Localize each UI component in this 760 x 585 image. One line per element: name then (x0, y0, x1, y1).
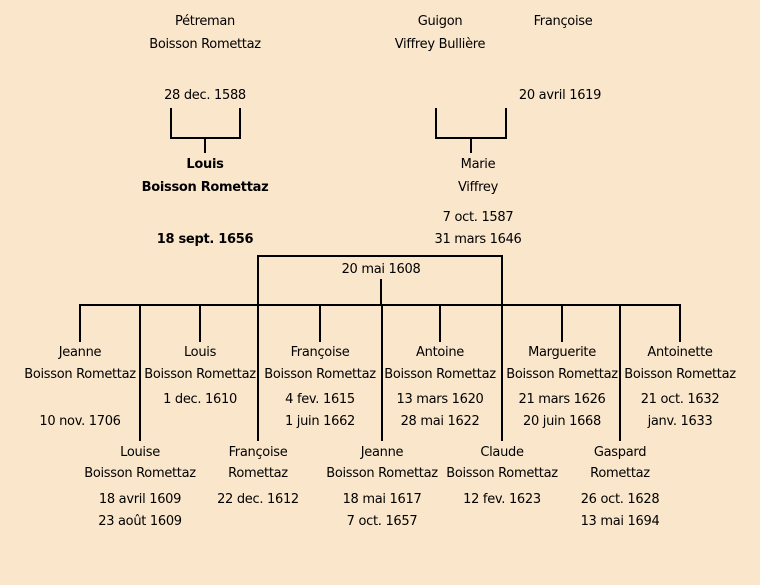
child-surname: Boisson Romettaz (144, 367, 256, 382)
child-name: Françoise (290, 345, 350, 360)
father-surname: Boisson Romettaz (141, 180, 269, 195)
child-name: Gaspard (593, 445, 647, 460)
child-death-date: 10 nov. 1706 (39, 414, 121, 429)
child-death-date: 1 juin 1662 (284, 414, 356, 429)
child-surname: Romettaz (590, 466, 650, 481)
child-name: Antoinette (647, 345, 713, 360)
descent-line (79, 304, 81, 342)
child-death-date: 23 août 1609 (98, 514, 182, 529)
descent-line (380, 279, 382, 305)
maternal-marriage-date: 20 avril 1619 (518, 88, 602, 103)
descent-line (204, 137, 206, 153)
descent-line (679, 304, 681, 342)
descent-line (439, 304, 441, 342)
child-birth-date: 18 avril 1609 (98, 492, 182, 507)
child-death-date: 7 oct. 1657 (346, 514, 418, 529)
descent-line (470, 137, 472, 153)
child-birth-date: 21 oct. 1632 (640, 392, 720, 407)
descent-line (139, 304, 141, 441)
mother-surname: Viffrey (457, 180, 499, 195)
maternal-grandmother-name: Françoise (533, 14, 593, 29)
child-birth-date: 26 oct. 1628 (580, 492, 660, 507)
mother-death-date: 31 mars 1646 (434, 232, 522, 247)
child-surname: Boisson Romettaz (384, 367, 496, 382)
child-surname: Boisson Romettaz (24, 367, 136, 382)
marriage-line (257, 255, 503, 257)
child-death-date: 28 mai 1622 (400, 414, 480, 429)
child-surname: Boisson Romettaz (326, 466, 438, 481)
bracket-line (435, 108, 437, 139)
child-surname: Boisson Romettaz (446, 466, 558, 481)
child-birth-date: 21 mars 1626 (518, 392, 606, 407)
child-birth-date: 22 dec. 1612 (217, 492, 299, 507)
child-name: Marguerite (528, 345, 596, 360)
child-surname: Boisson Romettaz (624, 367, 736, 382)
child-death-date: 20 juin 1668 (523, 414, 601, 429)
descent-line (257, 255, 259, 441)
descent-line (319, 304, 321, 342)
paternal-grandfather-name: Pétreman (175, 14, 235, 29)
mother-name: Marie (460, 157, 496, 172)
child-name: Françoise (228, 445, 288, 460)
child-name: Antoine (416, 345, 464, 360)
mother-birth-date: 7 oct. 1587 (442, 210, 514, 225)
father-death-date: 18 sept. 1656 (156, 232, 254, 247)
child-death-date: 13 mai 1694 (580, 514, 660, 529)
child-birth-date: 18 mai 1617 (342, 492, 422, 507)
child-name: Claude (480, 445, 524, 460)
bracket-line (170, 108, 172, 139)
paternal-grandfather-surname: Boisson Romettaz (149, 37, 261, 52)
child-name: Louise (120, 445, 160, 460)
father-name: Louis (186, 157, 224, 172)
descent-line (619, 304, 621, 441)
bracket-line (239, 108, 241, 139)
marriage-date: 20 mai 1608 (341, 262, 421, 277)
descent-line (199, 304, 201, 342)
maternal-grandfather-name: Guigon (417, 14, 463, 29)
descent-line (561, 304, 563, 342)
child-birth-date: 1 dec. 1610 (163, 392, 237, 407)
child-name: Jeanne (360, 445, 404, 460)
paternal-marriage-date: 28 dec. 1588 (164, 88, 246, 103)
child-surname: Boisson Romettaz (264, 367, 376, 382)
child-surname: Boisson Romettaz (84, 466, 196, 481)
child-surname: Boisson Romettaz (506, 367, 618, 382)
bracket-line (505, 108, 507, 139)
descent-line (501, 255, 503, 441)
child-name: Louis (183, 345, 217, 360)
child-birth-date: 13 mars 1620 (396, 392, 484, 407)
descent-line (381, 304, 383, 441)
sibling-rail-line (79, 304, 681, 306)
child-name: Jeanne (58, 345, 102, 360)
child-birth-date: 4 fev. 1615 (285, 392, 355, 407)
child-birth-date: 12 fev. 1623 (463, 492, 541, 507)
maternal-grandfather-surname: Viffrey Bullière (394, 37, 486, 52)
child-death-date: janv. 1633 (647, 414, 713, 429)
child-surname: Romettaz (228, 466, 288, 481)
